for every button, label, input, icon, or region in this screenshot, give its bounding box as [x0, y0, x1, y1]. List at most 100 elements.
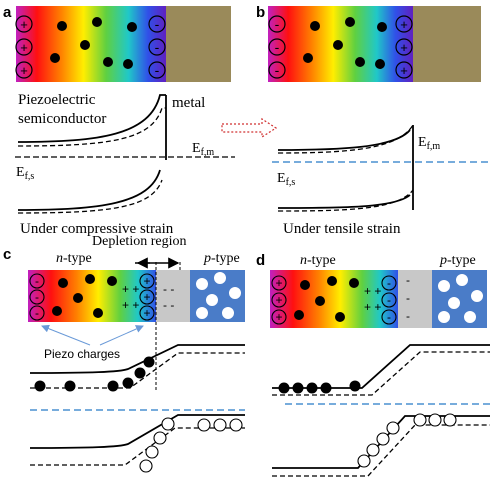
hole — [438, 280, 450, 292]
hole — [386, 421, 400, 435]
electron — [349, 380, 361, 392]
panel-d-left-charges: + + + — [271, 275, 287, 325]
n-type-label: n-type — [56, 251, 92, 266]
panel-a-letter: a — [3, 4, 12, 21]
hole — [357, 454, 371, 468]
charge-circle — [268, 38, 286, 56]
metal-label: metal — [172, 95, 205, 111]
charge-circle — [29, 305, 45, 321]
hole — [428, 413, 442, 427]
electron — [327, 276, 337, 286]
panel-d: d n-type p-type + + + - - - + + + + - - … — [256, 252, 490, 477]
panel-d-band-electrons — [278, 380, 361, 394]
charge-circle — [395, 38, 413, 56]
charge-sign: + — [143, 306, 150, 320]
panel-d-band-holes — [357, 413, 457, 468]
electron — [134, 367, 146, 379]
hole — [153, 431, 167, 445]
electron — [50, 53, 60, 63]
charge-sign: - — [155, 39, 160, 55]
panel-a-metal-block — [166, 6, 231, 82]
electron — [377, 22, 387, 32]
charge-sign: + — [400, 17, 408, 32]
electron — [349, 278, 359, 288]
electron — [294, 310, 304, 320]
electron — [333, 40, 343, 50]
charge-sign: + — [20, 17, 28, 32]
panel-a: a + + + - - - Piezoelectric — [3, 4, 235, 237]
charge-circle — [148, 15, 166, 33]
material-label-line1: Piezoelectric — [18, 92, 96, 108]
hole — [413, 413, 427, 427]
conduction-band-solid — [29, 344, 245, 374]
charge-circle — [148, 61, 166, 79]
electron — [93, 308, 103, 318]
panel-c-right-charges: + + + — [139, 273, 155, 321]
hole — [438, 311, 450, 323]
electron — [58, 278, 68, 288]
electron — [122, 377, 134, 389]
n-type-label: n-type — [300, 253, 336, 268]
piezo-charges-label: Piezo charges — [44, 347, 120, 361]
panel-a-semiconductor-bar — [16, 6, 166, 82]
conduction-band-dashed — [17, 107, 166, 147]
panel-b-right-charges: + + + — [395, 15, 413, 79]
panel-c-electrons — [52, 274, 117, 318]
charge-circle — [381, 275, 397, 291]
depletion-region-label: Depletion region — [92, 234, 186, 249]
hole — [443, 413, 457, 427]
panel-d-electrons — [294, 276, 359, 322]
charge-circle — [395, 15, 413, 33]
hole — [213, 418, 227, 432]
charge-sign: - — [387, 276, 391, 290]
electron — [85, 274, 95, 284]
charge-circle — [268, 15, 286, 33]
charge-sign: + — [400, 40, 408, 55]
charge-sign: + — [275, 293, 282, 307]
charge-sign: + — [143, 274, 150, 288]
fixed-plus: + + — [122, 282, 139, 296]
conduction-band-dashed — [277, 124, 414, 154]
hole — [456, 274, 468, 286]
electron — [315, 296, 325, 306]
electron — [34, 380, 46, 392]
charge-sign: - — [387, 293, 391, 307]
charge-circle — [271, 275, 287, 291]
hole — [222, 307, 234, 319]
fermi-metal-label: Ef,m — [192, 141, 214, 158]
charge-sign: + — [143, 290, 150, 304]
electron — [107, 380, 119, 392]
hole — [448, 297, 460, 309]
valence-band-solid — [17, 169, 161, 211]
conduction-band-dashed — [272, 351, 490, 396]
fermi-metal-label: Ef,m — [418, 135, 440, 152]
panel-b-metal-block — [413, 6, 481, 82]
fixed-minus: - — [406, 291, 410, 305]
conduction-band-solid — [17, 94, 166, 143]
fixed-minus: - - — [163, 282, 174, 296]
charge-sign: - — [155, 62, 160, 78]
charge-sign: + — [400, 63, 408, 78]
charge-sign: + — [20, 40, 28, 55]
hole — [196, 278, 208, 290]
charge-sign: - — [35, 290, 39, 304]
hole — [196, 307, 208, 319]
electron — [123, 59, 133, 69]
panel-a-left-charges: + + + — [15, 15, 33, 79]
fixed-minus: - — [406, 309, 410, 323]
valence-band-dashed — [277, 189, 414, 212]
panel-d-holes — [438, 274, 483, 323]
charge-sign: - — [387, 310, 391, 324]
electron — [127, 22, 137, 32]
material-label-line2: semiconductor — [18, 111, 106, 127]
charge-circle — [15, 61, 33, 79]
panel-c-holes — [196, 272, 241, 319]
charge-circle — [139, 289, 155, 305]
hole — [139, 459, 153, 473]
panel-c-left-charges: - - - — [29, 273, 45, 321]
panel-b-caption: Under tensile strain — [283, 221, 401, 237]
charge-sign: - — [275, 16, 280, 32]
charge-circle — [381, 309, 397, 325]
panel-c-band-holes — [139, 417, 243, 473]
charge-sign: + — [275, 276, 282, 290]
